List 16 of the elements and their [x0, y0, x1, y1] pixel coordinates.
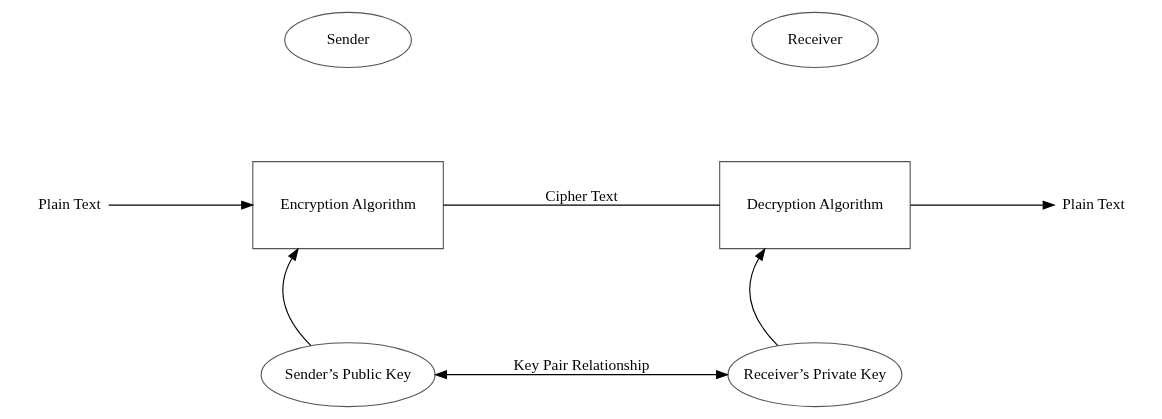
arrow	[748, 247, 778, 347]
arrow	[107, 200, 254, 210]
arrow	[909, 200, 1056, 210]
node-ellipse: Receiver	[750, 11, 879, 68]
connector	[442, 204, 720, 206]
node-ellipse: Receiver’s Private Key	[726, 342, 902, 408]
node-ellipse: Sender	[283, 11, 412, 68]
node-ellipse: Sender’s Public Key	[260, 342, 436, 408]
node-box: Encryption Algorithm	[251, 161, 444, 250]
node-text: Plain Text	[1061, 195, 1125, 213]
node-box: Decryption Algorithm	[718, 161, 911, 250]
node-text: Plain Text	[37, 195, 101, 213]
edge-label: Key Pair Relationship	[512, 356, 650, 374]
arrow	[281, 247, 311, 347]
edge-label: Cipher Text	[544, 186, 618, 204]
arrow	[433, 370, 729, 380]
